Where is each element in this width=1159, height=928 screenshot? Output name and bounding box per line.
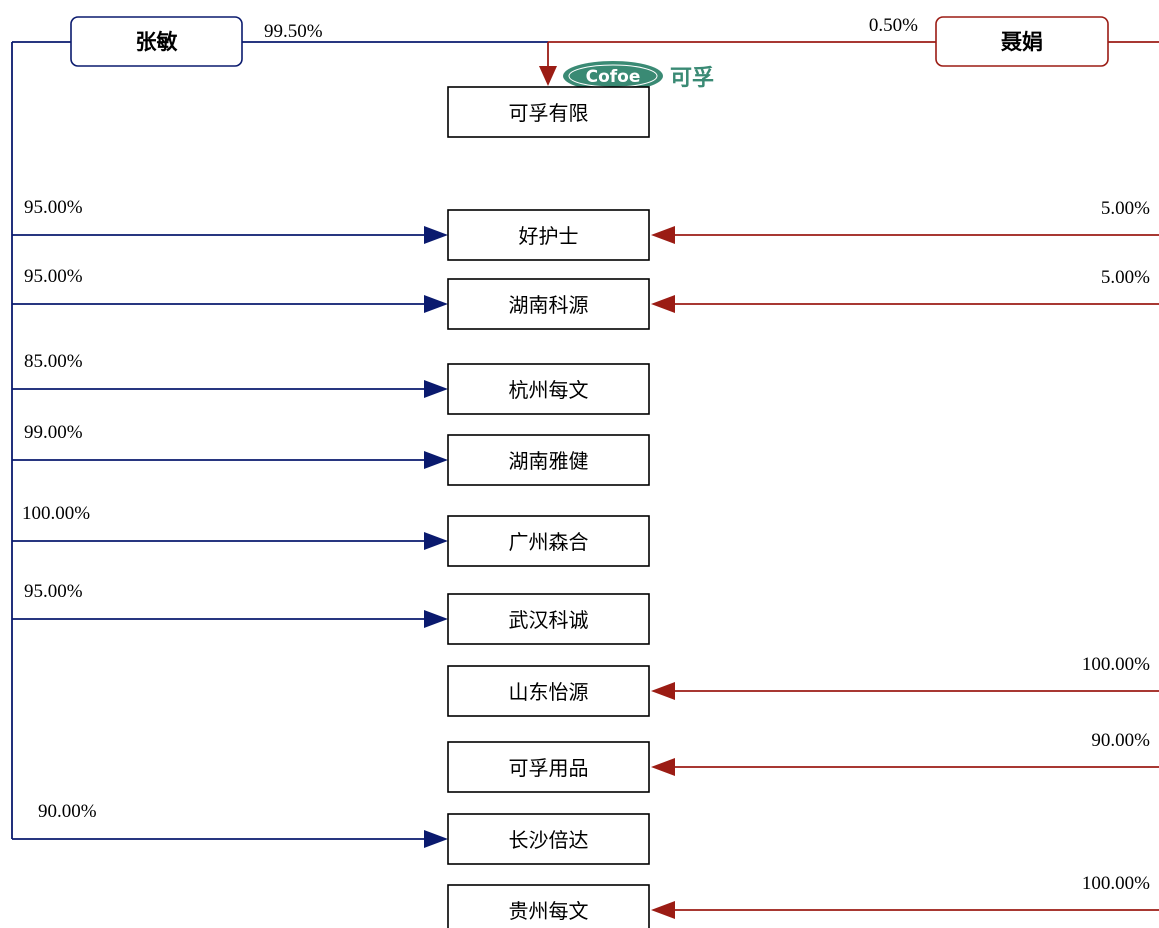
subsidiary-node: 长沙倍达: [447, 813, 650, 865]
left-owner-arrowhead: [424, 226, 448, 244]
subsidiary-row: 85.00% 杭州每文: [12, 351, 650, 415]
subsidiary-label: 山东怡源: [509, 680, 589, 704]
owner-left: 张敏: [70, 16, 243, 67]
parent-node: 可孚有限: [447, 86, 650, 138]
right-owner-arrowhead: [651, 682, 675, 700]
left-owner-pct: 99.00%: [24, 422, 83, 443]
right-owner-arrowhead: [651, 758, 675, 776]
subsidiary-node: 广州森合: [447, 515, 650, 567]
subsidiary-box: [447, 813, 650, 865]
subsidiary-label: 广州森合: [509, 530, 589, 554]
subsidiary-box: [447, 434, 650, 486]
left-owner-arrowhead: [424, 532, 448, 550]
subsidiary-label: 湖南科源: [509, 293, 589, 317]
subsidiary-label: 长沙倍达: [509, 828, 589, 852]
subsidiary-node: 可孚用品: [447, 741, 650, 793]
right-owner-arrowhead: [651, 901, 675, 919]
subsidiary-row: 95.00% 武汉科诚: [12, 581, 650, 645]
subsidiary-node: 杭州每文: [447, 363, 650, 415]
subsidiary-box: [447, 209, 650, 261]
right-owner-pct: 90.00%: [1091, 730, 1150, 751]
subsidiary-node: 湖南科源: [447, 278, 650, 330]
subsidiary-box: [447, 884, 650, 928]
subsidiary-row: 90.00% 长沙倍达: [12, 801, 650, 865]
subsidiary-node: 湖南雅健: [447, 434, 650, 486]
left-owner-arrowhead: [424, 380, 448, 398]
subsidiary-label: 杭州每文: [509, 378, 589, 402]
parent-node-label: 可孚有限: [509, 101, 589, 125]
subsidiary-box: [447, 363, 650, 415]
subsidiary-node: 武汉科诚: [447, 593, 650, 645]
logo-cn: 可孚: [670, 65, 714, 91]
subsidiary-row: 99.00% 湖南雅健: [12, 422, 650, 486]
left-owner-pct: 100.00%: [22, 503, 90, 524]
subsidiary-label: 可孚用品: [509, 756, 589, 780]
right-owner-pct: 5.00%: [1101, 267, 1150, 288]
owner-left-name: 张敏: [136, 30, 178, 54]
subsidiary-node: 好护士: [447, 209, 650, 261]
left-owner-arrowhead: [424, 451, 448, 469]
subsidiary-node: 山东怡源: [447, 665, 650, 717]
left-owner-arrowhead: [424, 830, 448, 848]
subsidiary-label: 好护士: [519, 224, 579, 248]
subsidiary-label: 贵州每文: [509, 899, 589, 923]
left-owner-pct: 95.00%: [24, 197, 83, 218]
subsidiary-label: 武汉科诚: [509, 608, 589, 632]
left-owner-pct: 90.00%: [38, 801, 97, 822]
subsidiary-label: 湖南雅健: [509, 449, 589, 473]
left-parent-pct: 99.50%: [264, 21, 323, 42]
left-owner-pct: 85.00%: [24, 351, 83, 372]
subsidiary-row: 100.00% 山东怡源: [447, 654, 1159, 717]
left-owner-pct: 95.00%: [24, 266, 83, 287]
left-owner-arrowhead: [424, 295, 448, 313]
subsidiary-row: 95.00% 5.00% 湖南科源: [12, 266, 1159, 330]
subsidiary-row: 90.00% 可孚用品: [447, 730, 1159, 793]
owner-right-name: 聂娟: [1000, 30, 1043, 54]
right-owner-arrowhead: [651, 226, 675, 244]
subsidiary-box: [447, 665, 650, 717]
left-owner-arrowhead: [424, 610, 448, 628]
left-owner-pct: 95.00%: [24, 581, 83, 602]
logo-word: Cofoe: [586, 67, 641, 87]
right-parent-pct: 0.50%: [869, 15, 918, 36]
right-owner-pct: 5.00%: [1101, 198, 1150, 219]
subsidiary-box: [447, 515, 650, 567]
subsidiary-row: 100.00% 广州森合: [12, 503, 650, 567]
right-owner-pct: 100.00%: [1082, 873, 1150, 894]
right-owner-pct: 100.00%: [1082, 654, 1150, 675]
right-owner-arrowhead: [651, 295, 675, 313]
parent-arrowhead: [539, 66, 557, 86]
subsidiary-row: 100.00% 贵州每文: [447, 873, 1159, 928]
owner-right: 聂娟: [935, 16, 1109, 67]
subsidiary-box: [447, 278, 650, 330]
subsidiary-box: [447, 593, 650, 645]
subsidiaries: 95.00% 5.00% 好护士 95.00% 5.00% 湖南科源 85.00% 杭州每文 9…: [12, 197, 1159, 928]
subsidiary-row: 95.00% 5.00% 好护士: [12, 197, 1159, 261]
subsidiary-box: [447, 741, 650, 793]
subsidiary-node: 贵州每文: [447, 884, 650, 928]
